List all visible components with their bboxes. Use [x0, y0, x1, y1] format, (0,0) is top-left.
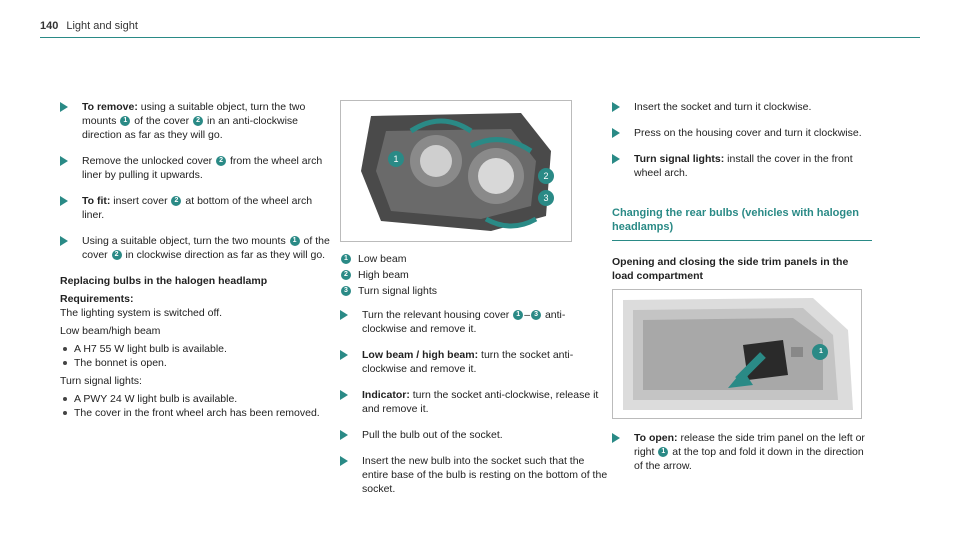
svg-text:3: 3 — [543, 193, 548, 203]
callout-1-icon: 1 — [513, 310, 524, 321]
callout-3-icon: 3 — [531, 310, 542, 321]
figure-legend: 1 Low beam 2 High beam 3 Turn signal lights — [340, 252, 610, 298]
headlamp-housing-image: 1 2 3 — [340, 100, 572, 242]
instruction-step: To open: release the side trim panel on … — [612, 431, 872, 473]
step-arrow-icon — [340, 430, 348, 440]
step-arrow-icon — [612, 433, 620, 443]
step-label: Low beam / high beam: — [362, 349, 479, 361]
headlamp-illustration: 1 2 3 — [341, 101, 571, 241]
step-text: Insert the socket and turn it clockwise. — [634, 101, 812, 113]
instruction-step: Turn signal lights: install the cover in… — [612, 152, 872, 180]
step-label: Indicator: — [362, 389, 410, 401]
callout-2-icon: 2 — [111, 250, 122, 261]
step-text: anti-clockwise and remove it. — [362, 309, 566, 335]
step-text: in an anti-clockwise direction as far as… — [82, 115, 299, 141]
step-arrow-icon — [60, 236, 68, 246]
svg-text:2: 2 — [543, 171, 548, 181]
step-label: Turn signal lights: — [634, 153, 725, 165]
load-compartment-image: 1 — [612, 289, 862, 419]
section-heading: Changing the rear bulbs (vehicles with h… — [612, 206, 872, 241]
page-header: 140 Light and sight — [40, 20, 138, 32]
svg-text:1: 1 — [393, 154, 398, 164]
instruction-step: Indicator: turn the socket anti-clockwis… — [340, 388, 610, 416]
callout-1-icon: 1 — [816, 347, 826, 357]
step-text: install the cover in the front wheel arc… — [634, 153, 853, 179]
instruction-step: Press on the housing cover and turn it c… — [612, 126, 872, 140]
step-text: from the wheel arch liner by pulling it … — [82, 155, 323, 181]
requirements-text: The lighting system is switched off. — [60, 307, 223, 319]
step-text: using a suitable object, turn the two mo… — [82, 101, 306, 127]
list-item: A PWY 24 W light bulb is available. — [60, 392, 330, 406]
legend-item: 3 Turn signal lights — [340, 284, 610, 298]
step-text: Press on the housing cover and turn it c… — [634, 127, 862, 139]
callout-1-icon: 1 — [658, 447, 669, 458]
legend-label: Low beam — [358, 253, 407, 265]
step-text: at the top and fold it down in the direc… — [634, 446, 864, 472]
step-arrow-icon — [60, 156, 68, 166]
callout-2-icon: 2 — [171, 196, 182, 207]
instruction-step: To fit: insert cover 2 at bottom of the … — [60, 194, 330, 222]
callout-1-icon: 1 — [289, 236, 300, 247]
callout-3-icon: 3 — [341, 286, 351, 296]
sub-heading: Opening and closing the side trim panels… — [612, 256, 849, 282]
lowbeam-title: Low beam/high beam — [60, 325, 161, 337]
column-1: To remove: using a suitable object, turn… — [60, 100, 330, 420]
step-arrow-icon — [60, 196, 68, 206]
turn-signal-title: Turn signal lights: — [60, 375, 142, 387]
step-arrow-icon — [340, 310, 348, 320]
step-text: Turn the relevant housing cover — [362, 309, 513, 321]
instruction-step: Insert the new bulb into the socket such… — [340, 454, 610, 496]
legend-item: 2 High beam — [340, 268, 610, 282]
callout-2-icon: 2 — [193, 116, 204, 127]
step-text: Remove the unlocked cover — [82, 155, 216, 167]
step-label: To remove: — [82, 101, 138, 113]
legend-label: High beam — [358, 269, 409, 281]
instruction-step: Pull the bulb out of the socket. — [340, 428, 610, 442]
page-number: 140 — [40, 20, 59, 32]
instruction-step: Using a suitable object, turn the two mo… — [60, 234, 330, 262]
instruction-step: Remove the unlocked cover 2 from the whe… — [60, 154, 330, 182]
step-arrow-icon — [340, 390, 348, 400]
step-text: Insert the new bulb into the socket such… — [362, 455, 608, 495]
instruction-step: Low beam / high beam: turn the socket an… — [340, 348, 610, 376]
step-label: To fit: — [82, 195, 111, 207]
instruction-step: Turn the relevant housing cover 1–3 anti… — [340, 308, 610, 336]
step-text: turn the socket anti-clockwise, release … — [362, 389, 599, 415]
step-text: release the side trim panel on the left … — [634, 432, 865, 458]
step-arrow-icon — [340, 456, 348, 466]
range-dash: – — [524, 309, 531, 321]
step-text: of the cover — [131, 115, 193, 127]
list-item: The bonnet is open. — [60, 356, 330, 370]
legend-item: 1 Low beam — [340, 252, 610, 266]
callout-2-icon: 2 — [341, 270, 351, 280]
instruction-step: To remove: using a suitable object, turn… — [60, 100, 330, 142]
list-item: A H7 55 W light bulb is available. — [60, 342, 330, 356]
step-text: in clockwise direction as far as they wi… — [122, 249, 326, 261]
callout-1-icon: 1 — [341, 254, 351, 264]
column-3: Insert the socket and turn it clockwise.… — [612, 100, 872, 485]
header-divider — [40, 37, 920, 38]
step-text: Pull the bulb out of the socket. — [362, 429, 503, 441]
step-text: of the cover — [82, 235, 330, 261]
step-arrow-icon — [340, 350, 348, 360]
step-arrow-icon — [612, 154, 620, 164]
section-heading: Replacing bulbs in the halogen headlamp — [60, 275, 268, 287]
load-compartment-illustration — [613, 290, 861, 418]
step-label: To open: — [634, 432, 678, 444]
step-arrow-icon — [612, 128, 620, 138]
callout-1-icon: 1 — [120, 116, 131, 127]
requirements-title: Requirements: — [60, 293, 134, 305]
step-arrow-icon — [612, 102, 620, 112]
section-title: Light and sight — [66, 20, 138, 32]
step-text: insert cover — [110, 195, 171, 207]
list-item: The cover in the front wheel arch has be… — [60, 406, 330, 420]
callout-2-icon: 2 — [216, 156, 227, 167]
legend-label: Turn signal lights — [358, 285, 437, 297]
step-text: turn the socket anti-clockwise and remov… — [362, 349, 574, 375]
step-text: Using a suitable object, turn the two mo… — [82, 235, 289, 247]
instruction-step: Insert the socket and turn it clockwise. — [612, 100, 872, 114]
step-arrow-icon — [60, 102, 68, 112]
step-text: at bottom of the wheel arch liner. — [82, 195, 313, 221]
